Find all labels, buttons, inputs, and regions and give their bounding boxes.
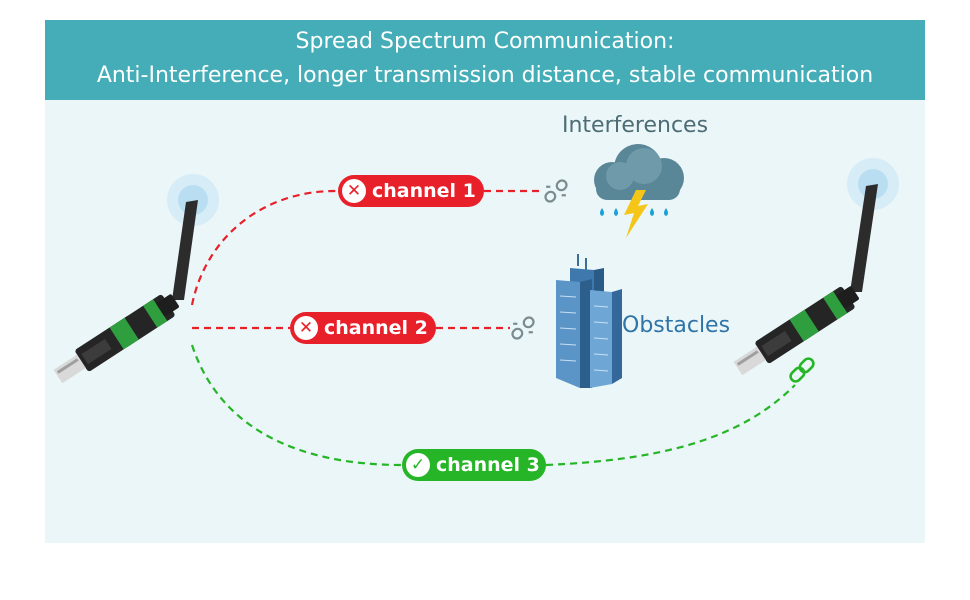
- usb-radio-adapter-icon: [53, 174, 219, 384]
- antenna: [172, 200, 198, 300]
- link-icon: [789, 357, 815, 383]
- usb-radio-adapter-icon: [733, 158, 899, 376]
- check-icon: ✓: [406, 453, 430, 477]
- banner-subtitle: Anti-Interference, longer transmission d…: [96, 63, 874, 88]
- banner-title: Spread Spectrum Communication:: [295, 29, 675, 54]
- channel-label: channel 1: [372, 180, 476, 202]
- antenna: [850, 184, 878, 292]
- cross-icon: ✕: [294, 316, 318, 340]
- broken-link-icon: [544, 179, 568, 203]
- broken-link-icon: [511, 316, 535, 340]
- channel-1-badge: ✕ channel 1: [338, 175, 484, 207]
- cross-icon: ✕: [342, 179, 366, 203]
- interferences-label: Interferences: [562, 113, 709, 138]
- cloud-rain-lightning-icon: [594, 144, 684, 238]
- channel-2-badge: ✕ channel 2: [290, 312, 436, 344]
- channel-label: channel 3: [436, 454, 540, 476]
- channel-3-path: [190, 344, 403, 467]
- obstacles-label: Obstacles: [622, 313, 731, 338]
- channel-label: channel 2: [324, 317, 428, 339]
- channel-3-badge: ✓ channel 3: [402, 449, 546, 481]
- skyscraper-icon: [556, 254, 622, 388]
- channel-3-path-tail: [545, 384, 796, 467]
- title-banner: Spread Spectrum Communication: Anti-Inte…: [45, 20, 925, 100]
- channel-1-path: [190, 189, 339, 306]
